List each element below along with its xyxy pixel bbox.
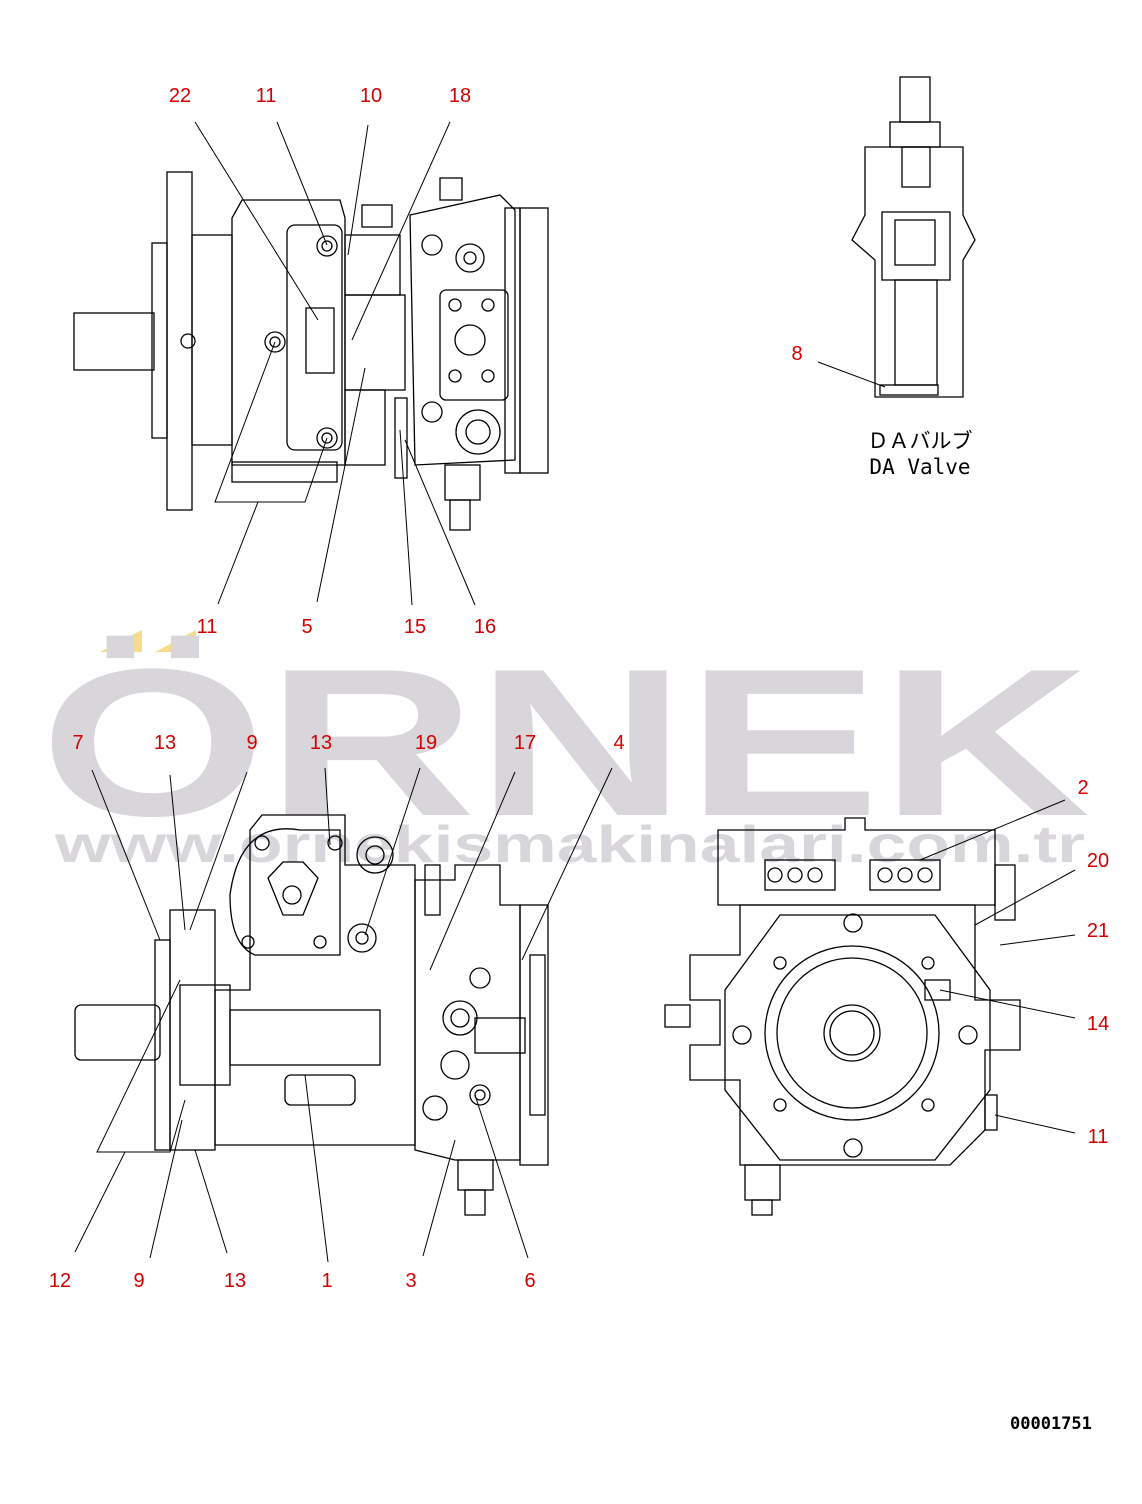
top-view-leaders: [194, 121, 476, 606]
callout-19: 19: [415, 732, 437, 754]
callout-22: 22: [169, 85, 191, 107]
callout-4: 4: [613, 732, 624, 754]
drawing-code: 00001751: [1010, 1414, 1092, 1434]
callout-16: 16: [474, 616, 496, 638]
callout-12: 12: [49, 1270, 71, 1292]
callout-9: 9: [133, 1270, 144, 1292]
callout-10: 10: [360, 85, 382, 107]
watermark-accent: [100, 630, 142, 652]
watermark-url: www.ornekismakinalari.com.tr: [54, 816, 1085, 874]
callout-13: 13: [224, 1270, 246, 1292]
da-valve-caption-jp: ＤＡバルブ: [868, 429, 973, 453]
pump-end-view: [664, 817, 1021, 1216]
da-valve-caption-en: DA Valve: [869, 455, 970, 479]
callout-2: 2: [1077, 777, 1088, 799]
callout-13: 13: [310, 732, 332, 754]
watermark-accent: [155, 630, 196, 652]
callout-21: 21: [1087, 920, 1109, 942]
callout-20: 20: [1087, 850, 1109, 872]
callout-15: 15: [404, 616, 426, 638]
callout-3: 3: [405, 1270, 416, 1292]
callout-11: 11: [1088, 1126, 1109, 1148]
callout-13: 13: [154, 732, 176, 754]
pump-top-view: [73, 171, 549, 531]
callout-7: 7: [72, 732, 83, 754]
callout-6: 6: [524, 1270, 535, 1292]
callout-11: 11: [197, 616, 218, 638]
watermark-brand: ÖRNEK: [40, 625, 1090, 860]
section-view-leaders: [74, 767, 613, 1263]
end-view-leaders: [919, 799, 1076, 1134]
callout-8: 8: [791, 343, 802, 365]
da-valve-drawing: [817, 76, 976, 398]
callout-1: 1: [321, 1270, 332, 1292]
callout-5: 5: [301, 616, 312, 638]
pump-section-view: [74, 814, 549, 1216]
watermark: ÖRNEK www.ornekismakinalari.com.tr: [40, 625, 1090, 874]
callout-18: 18: [449, 85, 471, 107]
callout-9: 9: [246, 732, 257, 754]
callout-17: 17: [514, 732, 536, 754]
callout-11: 11: [256, 85, 277, 107]
callout-14: 14: [1087, 1013, 1109, 1035]
